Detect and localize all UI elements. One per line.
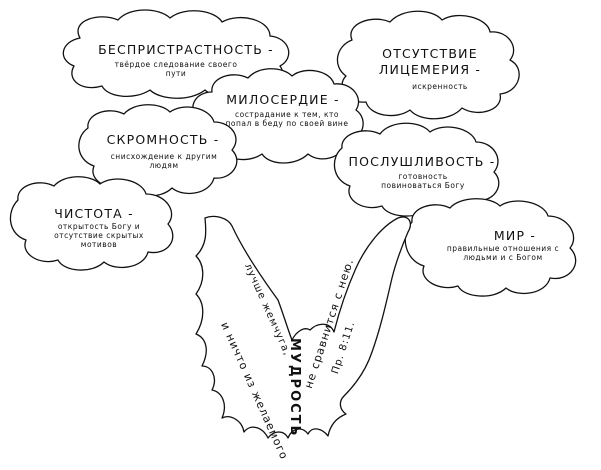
cloud-purity-title: ЧИСТОТА - bbox=[54, 206, 134, 221]
cloud-peace bbox=[404, 198, 577, 297]
cloud-peace-title: МИР - bbox=[493, 228, 537, 243]
cloud-purity bbox=[9, 176, 174, 271]
cloud-modesty-desc: снисхождение к другим людям bbox=[110, 152, 218, 170]
cloud-no-hypocrisy-desc: искренность bbox=[412, 82, 468, 91]
cloud-obedience-title: ПОСЛУШЛИВОСТЬ - bbox=[348, 154, 496, 169]
cloud-modesty-title: СКРОМНОСТЬ - bbox=[106, 132, 220, 147]
cloud-purity-desc: открытость Богу и отсутствие скрытых мот… bbox=[54, 222, 144, 249]
cloud-obedience-desc: готовность повиноваться Богу bbox=[381, 172, 465, 190]
dove-silhouette bbox=[195, 215, 412, 439]
cloud-impartiality-title: БЕСПРИСТРАСТНОСТЬ - bbox=[98, 42, 274, 57]
cloud-impartiality-desc: твёрдое следование своего пути bbox=[114, 60, 238, 78]
dove-title: МУДРОСТЬ bbox=[287, 338, 302, 438]
cloud-mercy-title: МИЛОСЕРДИЕ - bbox=[226, 92, 340, 107]
cloud-peace-desc: правильные отношения с людьми и с Богом bbox=[446, 244, 560, 262]
cloud-no-hypocrisy-title: ОТСУТСТВИЕ ЛИЦЕМЕРИЯ - bbox=[378, 46, 482, 77]
cloud-mercy-desc: сострадание к тем, кто попал в беду по с… bbox=[225, 110, 349, 128]
cloud-obedience bbox=[333, 122, 500, 217]
